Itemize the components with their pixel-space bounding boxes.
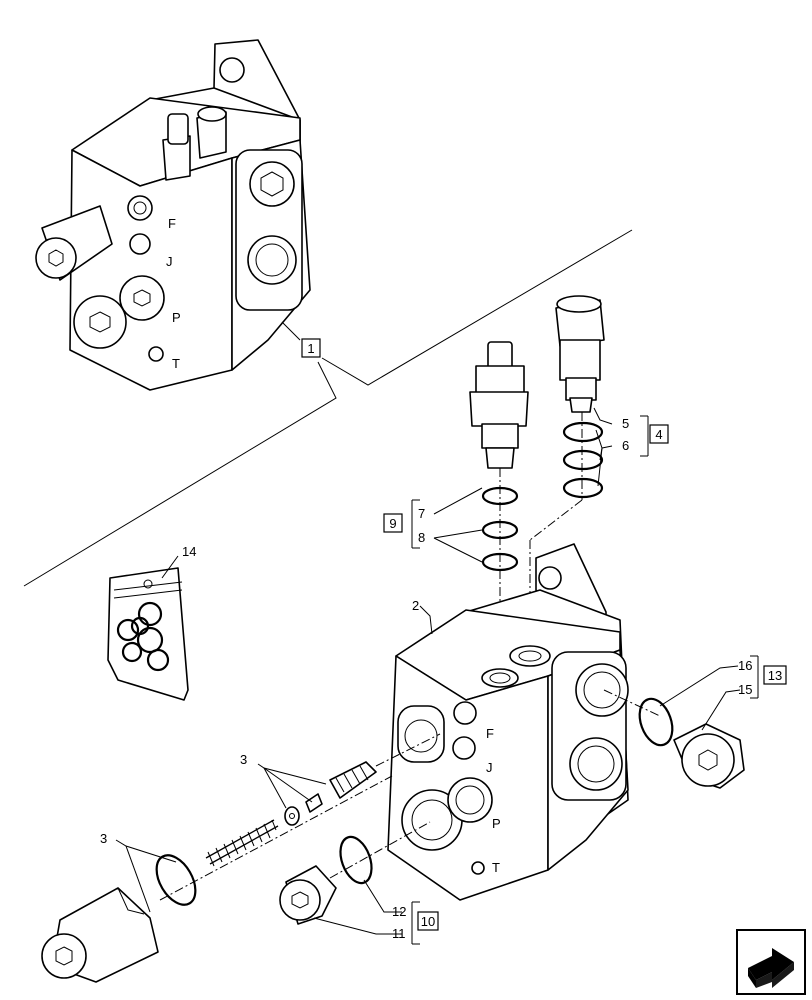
svg-text:F: F xyxy=(168,216,176,231)
valve-body-2: F J P T xyxy=(387,543,629,901)
callout-10: 10 xyxy=(421,914,435,929)
callout-13-box xyxy=(763,665,787,685)
next-page-arrow-icon[interactable] xyxy=(736,929,806,995)
callouts: 1 2 3 3 4 5 6 7 8 9 10 11 12 13 14 15 16 xyxy=(100,338,787,941)
seal-kit-14 xyxy=(107,567,189,701)
svg-text:J: J xyxy=(486,760,493,775)
spool-parts-3 xyxy=(41,733,441,983)
callout-7: 7 xyxy=(418,506,425,521)
callout-5: 5 xyxy=(622,416,629,431)
svg-text:P: P xyxy=(172,310,181,325)
svg-text:T: T xyxy=(172,356,180,371)
svg-text:P: P xyxy=(492,816,501,831)
callout-10-box xyxy=(417,911,439,931)
callout-8: 8 xyxy=(418,530,425,545)
cartridge-valve-7 xyxy=(469,341,529,469)
callout-15: 15 xyxy=(738,682,752,697)
svg-text:T: T xyxy=(492,860,500,875)
callout-4-box xyxy=(649,424,669,444)
relief-valve-5 xyxy=(555,295,605,413)
callout-3-spool: 3 xyxy=(240,752,247,767)
callout-11: 11 xyxy=(392,926,406,941)
callout-13: 13 xyxy=(768,668,782,683)
svg-text:F: F xyxy=(486,726,494,741)
callout-9-box xyxy=(383,513,403,533)
callout-14: 14 xyxy=(182,544,196,559)
callout-3-plug: 3 xyxy=(100,831,107,846)
callout-1: 1 xyxy=(307,341,314,356)
plug-15 xyxy=(603,689,745,789)
plug-11 xyxy=(279,821,431,925)
callout-2: 2 xyxy=(412,598,419,613)
leader-lines xyxy=(115,407,759,945)
callout-1-box xyxy=(301,338,321,358)
valve-assembly-overview: F J P T xyxy=(35,39,311,391)
callout-4: 4 xyxy=(655,427,662,442)
callout-9: 9 xyxy=(389,516,396,531)
callout-12: 12 xyxy=(392,904,406,919)
callout-16: 16 xyxy=(738,658,752,673)
svg-text:J: J xyxy=(166,254,173,269)
callout-6: 6 xyxy=(622,438,629,453)
